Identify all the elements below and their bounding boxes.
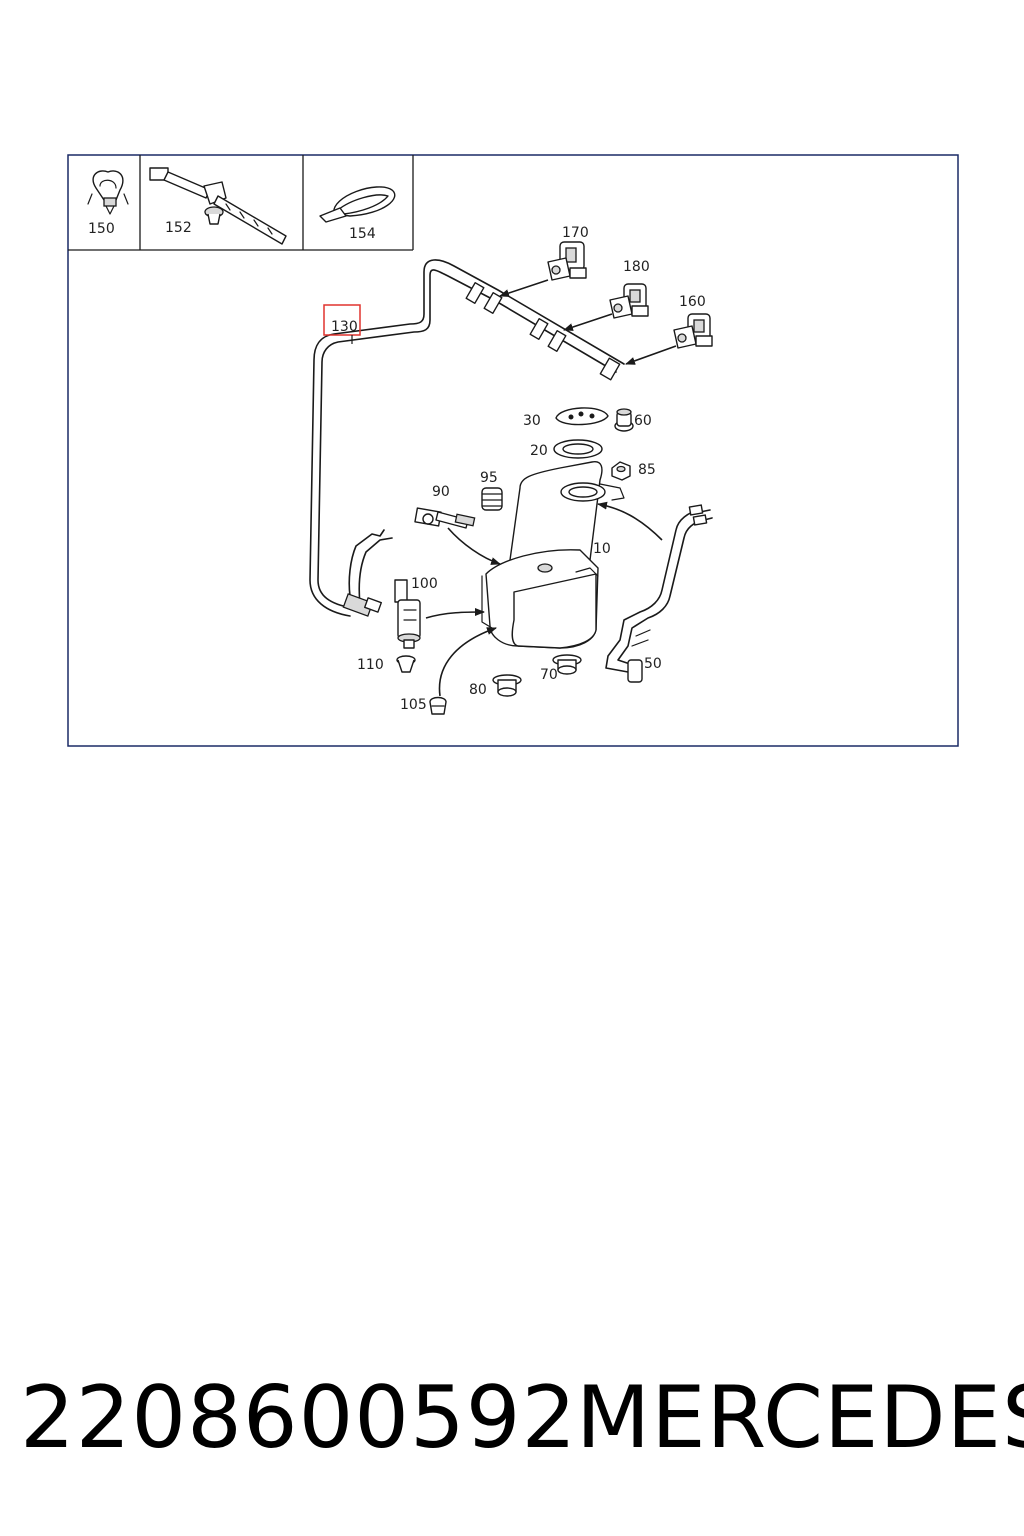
highlight-130 <box>323 304 361 336</box>
diagram-frame <box>67 154 959 747</box>
callout-10: 10 <box>593 541 611 557</box>
callout-50: 50 <box>644 656 662 672</box>
filler-cap-30-icon <box>555 407 609 426</box>
reservoir-10-icon <box>481 461 625 649</box>
nozzle-160-icon <box>673 313 713 349</box>
callout-105: 105 <box>400 697 427 713</box>
callout-170: 170 <box>562 225 589 241</box>
cable-tie-154-icon <box>319 186 396 223</box>
callout-150: 150 <box>88 221 115 237</box>
callout-160: 160 <box>679 294 706 310</box>
washer-pump-100-icon <box>394 579 421 649</box>
callout-130: 130 <box>331 319 358 335</box>
nut-85-icon <box>611 461 631 481</box>
callout-95: 95 <box>480 470 498 486</box>
callout-180: 180 <box>623 259 650 275</box>
callout-85: 85 <box>638 462 656 478</box>
washer-hose-130 <box>309 259 625 617</box>
callout-70: 70 <box>540 667 558 683</box>
footer: 2208600592 MERCEDES <box>0 1368 1024 1468</box>
callout-20: 20 <box>530 443 548 459</box>
hose-connectors <box>342 282 621 617</box>
plug-105-icon <box>429 696 447 715</box>
pump-grommet-110-icon <box>396 655 416 673</box>
brand-name: MERCEDES <box>576 1368 1024 1468</box>
bellows-95-icon <box>481 487 503 511</box>
callout-100: 100 <box>411 576 438 592</box>
part-number: 2208600592 <box>20 1368 578 1468</box>
callout-60: 60 <box>634 413 652 429</box>
cable-tie-152-icon <box>149 167 287 245</box>
grommet-80-icon <box>492 674 522 697</box>
seal-ring-20-icon <box>553 439 603 459</box>
inset-boxes <box>68 155 414 251</box>
hose-assembly-50-icon <box>605 504 713 683</box>
parts-diagram: 150 152 154 130 <box>67 154 959 747</box>
callout-90: 90 <box>432 484 450 500</box>
callout-30: 30 <box>523 413 541 429</box>
level-sensor-90-icon <box>414 507 476 529</box>
callout-80: 80 <box>469 682 487 698</box>
grommet-60-icon <box>614 408 634 432</box>
callout-110: 110 <box>357 657 384 673</box>
grommet-70-icon <box>552 654 582 675</box>
nozzle-170-icon <box>547 241 587 281</box>
nozzle-180-icon <box>609 283 649 319</box>
callout-154: 154 <box>349 226 376 242</box>
callout-152: 152 <box>165 220 192 236</box>
clip-150-icon <box>87 170 129 215</box>
